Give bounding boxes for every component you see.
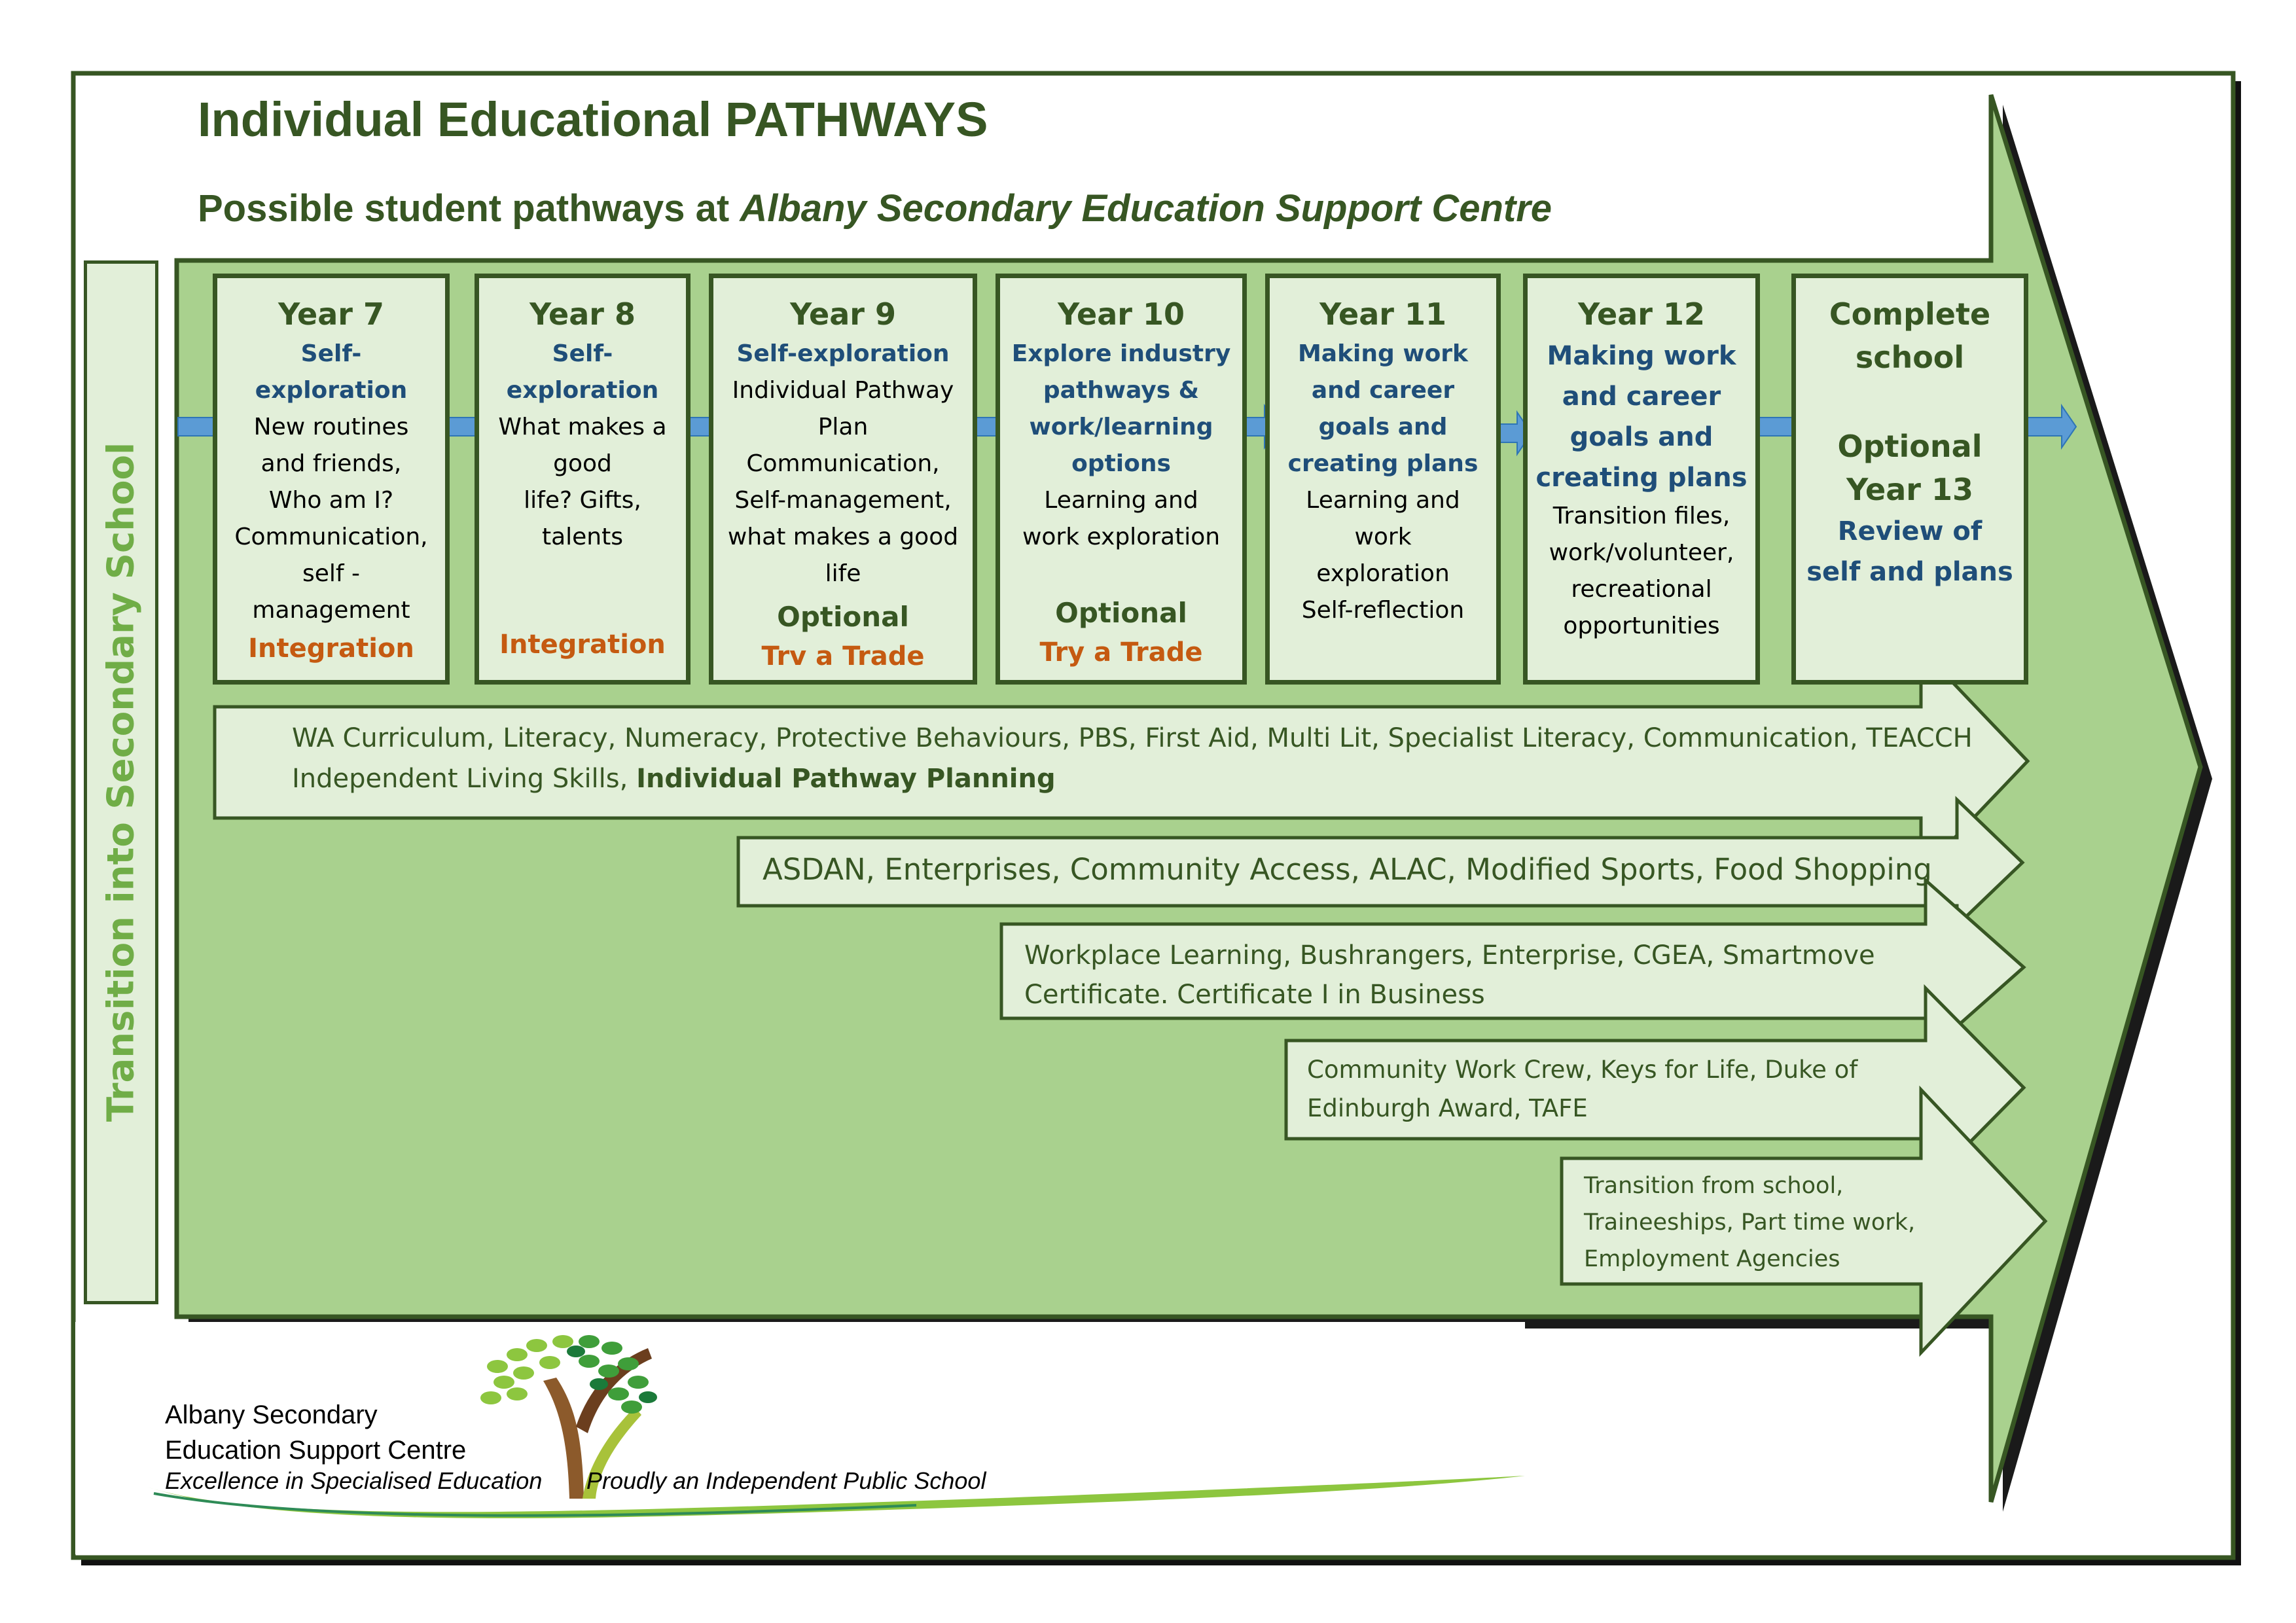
- year-12-box: Year 12 Making work and career goals and…: [1523, 274, 1760, 685]
- review-focus-1: Review of: [1837, 516, 1982, 546]
- program-3-line-2: Certificate. Certificate I in Business: [1024, 980, 1485, 1010]
- year-8-heading: Year 8: [529, 296, 636, 332]
- year-13-heading: Year 13: [1846, 472, 1974, 507]
- year-8-body-3: life? Gifts,: [524, 487, 641, 514]
- subtitle-prefix: Possible student pathways at: [198, 187, 740, 230]
- year-9-body-4: Self-management,: [734, 487, 952, 514]
- year-7-focus-2: exploration: [255, 377, 408, 404]
- year-11-body-1: Learning and: [1306, 487, 1460, 514]
- complete-school-box: Complete school Optional Year 13 Review …: [1791, 274, 2028, 685]
- year-10-body-1: Learning and: [1044, 487, 1198, 514]
- year-7-focus-1: Self-: [300, 340, 362, 367]
- year-10-focus-2: pathways &: [1043, 377, 1200, 404]
- optional-heading: Optional: [1837, 429, 1982, 464]
- year-12-body-2: work/volunteer,: [1549, 539, 1734, 566]
- program-5-line-1: Transition from school,: [1584, 1173, 1844, 1199]
- year-7-body-6: management: [252, 597, 410, 624]
- year-8-body-4: talents: [541, 524, 623, 550]
- tree-logo: [480, 1335, 657, 1499]
- year-7-heading: Year 7: [278, 296, 385, 332]
- program-2-line: ASDAN, Enterprises, Community Access, AL…: [762, 852, 1932, 887]
- year-9-focus-1: Self-exploration: [736, 340, 950, 367]
- program-4-line-2: Edinburgh Award, TAFE: [1307, 1094, 1588, 1122]
- year-10-focus-3: work/learning: [1029, 414, 1213, 440]
- year-9-body-1: Individual Pathway: [732, 377, 954, 404]
- complete-heading-2: school: [1855, 340, 1965, 375]
- year-11-focus-4: creating plans: [1287, 450, 1479, 477]
- year-9-body-5: what makes a good: [727, 524, 959, 550]
- program-1-line-2-text: Independent Living Skills,: [292, 764, 637, 794]
- program-4-line-1: Community Work Crew, Keys for Life, Duke…: [1307, 1056, 1858, 1084]
- year-8-focus-2: exploration: [506, 377, 659, 404]
- review-focus-2: self and plans: [1806, 557, 2013, 587]
- school-tagline: Excellence in Specialised Education: [165, 1467, 543, 1494]
- year-7-body-5: self -: [302, 560, 360, 587]
- year-8-body-1: What makes a: [498, 414, 667, 440]
- school-name: Albany Secondary Education Support Centr…: [165, 1397, 466, 1468]
- year-9-optional: Optional: [777, 601, 909, 633]
- year-7-integration: Integration: [248, 633, 414, 664]
- year-7-body-2: and friends,: [260, 450, 402, 477]
- year-9-body-6: life: [825, 560, 861, 587]
- year-9-body-3: Communication,: [746, 450, 940, 477]
- year-9-box: Year 9 Self-exploration Individual Pathw…: [709, 274, 977, 685]
- subtitle-school-name: Albany Secondary Education Support Centr…: [740, 187, 1552, 230]
- school-name-line-1: Albany Secondary: [165, 1400, 378, 1429]
- year-12-body-3: recreational: [1571, 576, 1712, 603]
- program-1-line-2: Independent Living Skills, Individual Pa…: [292, 764, 1056, 794]
- program-arrow-3: [999, 876, 2026, 1058]
- program-1-line-2-bold: Individual Pathway Planning: [636, 764, 1056, 794]
- year-11-focus-2: and career: [1311, 377, 1455, 404]
- year-11-body-2: work: [1354, 524, 1412, 550]
- year-12-focus-4: creating plans: [1535, 463, 1748, 493]
- year-9-heading: Year 9: [789, 296, 897, 332]
- year-7-body-1: New routines: [253, 414, 409, 440]
- school-name-line-2: Education Support Centre: [165, 1436, 467, 1465]
- year-7-box: Year 7 Self- exploration New routines an…: [213, 274, 450, 685]
- year-8-integration: Integration: [499, 630, 666, 660]
- year-10-heading: Year 10: [1057, 296, 1185, 332]
- connector-arrow-8: [2024, 403, 2077, 450]
- year-7-body-3: Who am I?: [268, 487, 394, 514]
- year-12-focus-2: and career: [1562, 382, 1721, 412]
- year-12-focus-3: goals and: [1570, 422, 1713, 452]
- complete-heading: Complete: [1829, 296, 1991, 332]
- year-7-body-4: Communication,: [234, 524, 428, 550]
- year-11-body-4: Self-reflection: [1301, 597, 1465, 624]
- program-arrow-2: [736, 796, 2025, 929]
- program-5-line-2: Traineeships, Part time work,: [1584, 1209, 1916, 1236]
- year-8-box: Year 8 Self- exploration What makes a go…: [475, 274, 691, 685]
- year-10-focus-1: Explore industry: [1011, 340, 1231, 367]
- program-1-line-1: WA Curriculum, Literacy, Numeracy, Prote…: [292, 723, 1973, 753]
- transition-label: Transition into Secondary School: [99, 442, 143, 1122]
- year-9-trade: Trv a Trade: [761, 641, 925, 671]
- year-8-body-2: good: [553, 450, 612, 477]
- transition-side-box: [84, 260, 158, 1304]
- program-arrow-5: [1560, 1085, 2048, 1357]
- year-12-body-1: Transition files,: [1552, 503, 1731, 529]
- page-title: Individual Educational PATHWAYS: [198, 92, 988, 147]
- independent-school-tagline: Proudly an Independent Public School: [586, 1467, 986, 1494]
- year-11-body-3: exploration: [1316, 560, 1450, 587]
- year-11-box: Year 11 Making work and career goals and…: [1265, 274, 1501, 685]
- page-subtitle: Possible student pathways at Albany Seco…: [198, 187, 1552, 230]
- year-11-focus-3: goals and: [1318, 414, 1448, 440]
- year-10-optional: Optional: [1055, 597, 1187, 629]
- year-12-focus-1: Making work: [1547, 341, 1736, 371]
- program-arrow-4: [1284, 984, 2026, 1192]
- program-5-line-3: Employment Agencies: [1584, 1246, 1840, 1272]
- year-8-focus-1: Self-: [552, 340, 613, 367]
- year-9-body-2: Plan: [817, 414, 869, 440]
- year-11-focus-1: Making work: [1297, 340, 1468, 367]
- year-12-body-4: opportunities: [1563, 613, 1720, 639]
- year-10-focus-4: options: [1071, 450, 1171, 477]
- year-12-heading: Year 12: [1577, 296, 1706, 332]
- year-10-box: Year 10 Explore industry pathways & work…: [996, 274, 1247, 685]
- year-10-trade: Try a Trade: [1039, 637, 1203, 668]
- year-11-heading: Year 11: [1319, 296, 1447, 332]
- program-3-line-1: Workplace Learning, Bushrangers, Enterpr…: [1024, 940, 1875, 971]
- year-10-body-2: work exploration: [1022, 524, 1221, 550]
